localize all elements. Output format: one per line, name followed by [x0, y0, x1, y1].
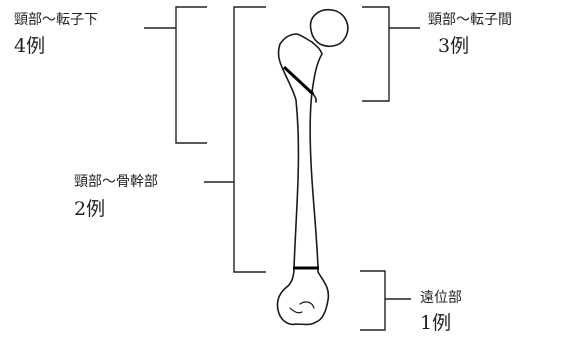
- bracket-distal: [360, 271, 385, 330]
- label-neck-diaphysis-region: 頸部～骨幹部: [74, 175, 158, 189]
- label-distal-region: 遠位部: [420, 291, 462, 305]
- bracket-neck-intertrochanteric: [362, 7, 389, 101]
- femur-shaft: [277, 34, 328, 325]
- femur-bone: [277, 10, 347, 325]
- bracket-neck-subtrochanteric: [176, 7, 207, 143]
- label-neck-diaphysis-count: 2例: [74, 200, 105, 219]
- label-neck-intertrochanteric-region: 頸部～転子間: [428, 13, 512, 27]
- bracket-neck-diaphysis: [234, 7, 266, 272]
- label-neck-subtrochanteric-count: 4例: [14, 37, 45, 56]
- label-neck-intertrochanteric-count: 3例: [438, 37, 469, 56]
- label-distal-count: 1例: [420, 314, 451, 333]
- femoral-head: [311, 10, 348, 47]
- label-neck-subtrochanteric-region: 頸部～転子下: [14, 13, 98, 27]
